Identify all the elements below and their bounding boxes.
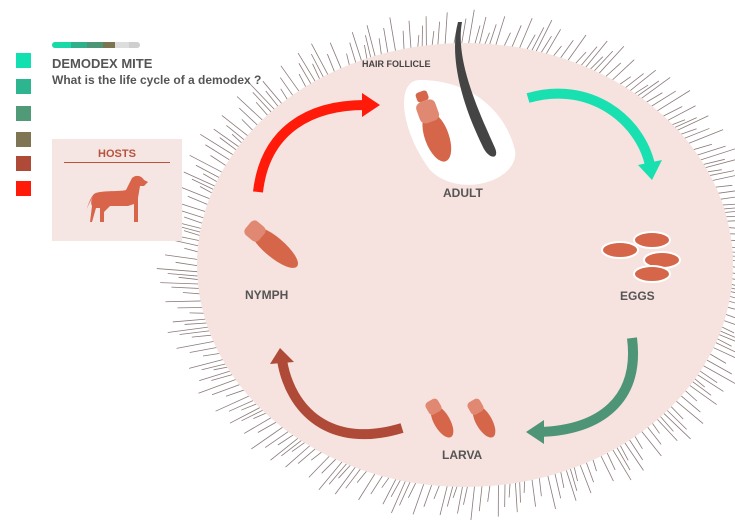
- adult-mite-icon: [415, 90, 452, 162]
- hosts-divider: [64, 162, 170, 163]
- nav-swatch-3[interactable]: [16, 106, 31, 121]
- progress-bar: [52, 42, 140, 48]
- nymph-mite-icon: [244, 220, 298, 268]
- label-nymph: NYMPH: [245, 288, 289, 302]
- nav-swatch-6[interactable]: [16, 181, 31, 196]
- page-title: DEMODEX MITE: [52, 56, 153, 71]
- nav-swatch-1[interactable]: [16, 53, 31, 68]
- skin-area: [197, 43, 733, 487]
- hosts-panel: HOSTS: [52, 139, 182, 241]
- nav-swatch-2[interactable]: [16, 79, 31, 94]
- label-adult: ADULT: [443, 186, 483, 200]
- arrow-nymph-to-adult: [253, 93, 380, 193]
- arrow-eggs-to-larva: [526, 337, 638, 444]
- page-question: What is the life cycle of a demodex ?: [52, 73, 262, 87]
- larva-icon: [425, 398, 496, 438]
- label-hair-follicle: HAIR FOLLICLE: [362, 59, 431, 69]
- hair-icon: [455, 22, 497, 157]
- nav-swatch-5[interactable]: [16, 156, 31, 171]
- arrow-adult-to-eggs: [526, 88, 662, 180]
- label-eggs: EGGS: [620, 289, 655, 303]
- hosts-label: HOSTS: [98, 148, 136, 160]
- dog-icon: [86, 175, 148, 222]
- eggs-icon: [601, 231, 681, 283]
- arrow-larva-to-nymph: [270, 348, 404, 440]
- label-larva: LARVA: [442, 448, 483, 462]
- nav-swatch-4[interactable]: [16, 132, 31, 147]
